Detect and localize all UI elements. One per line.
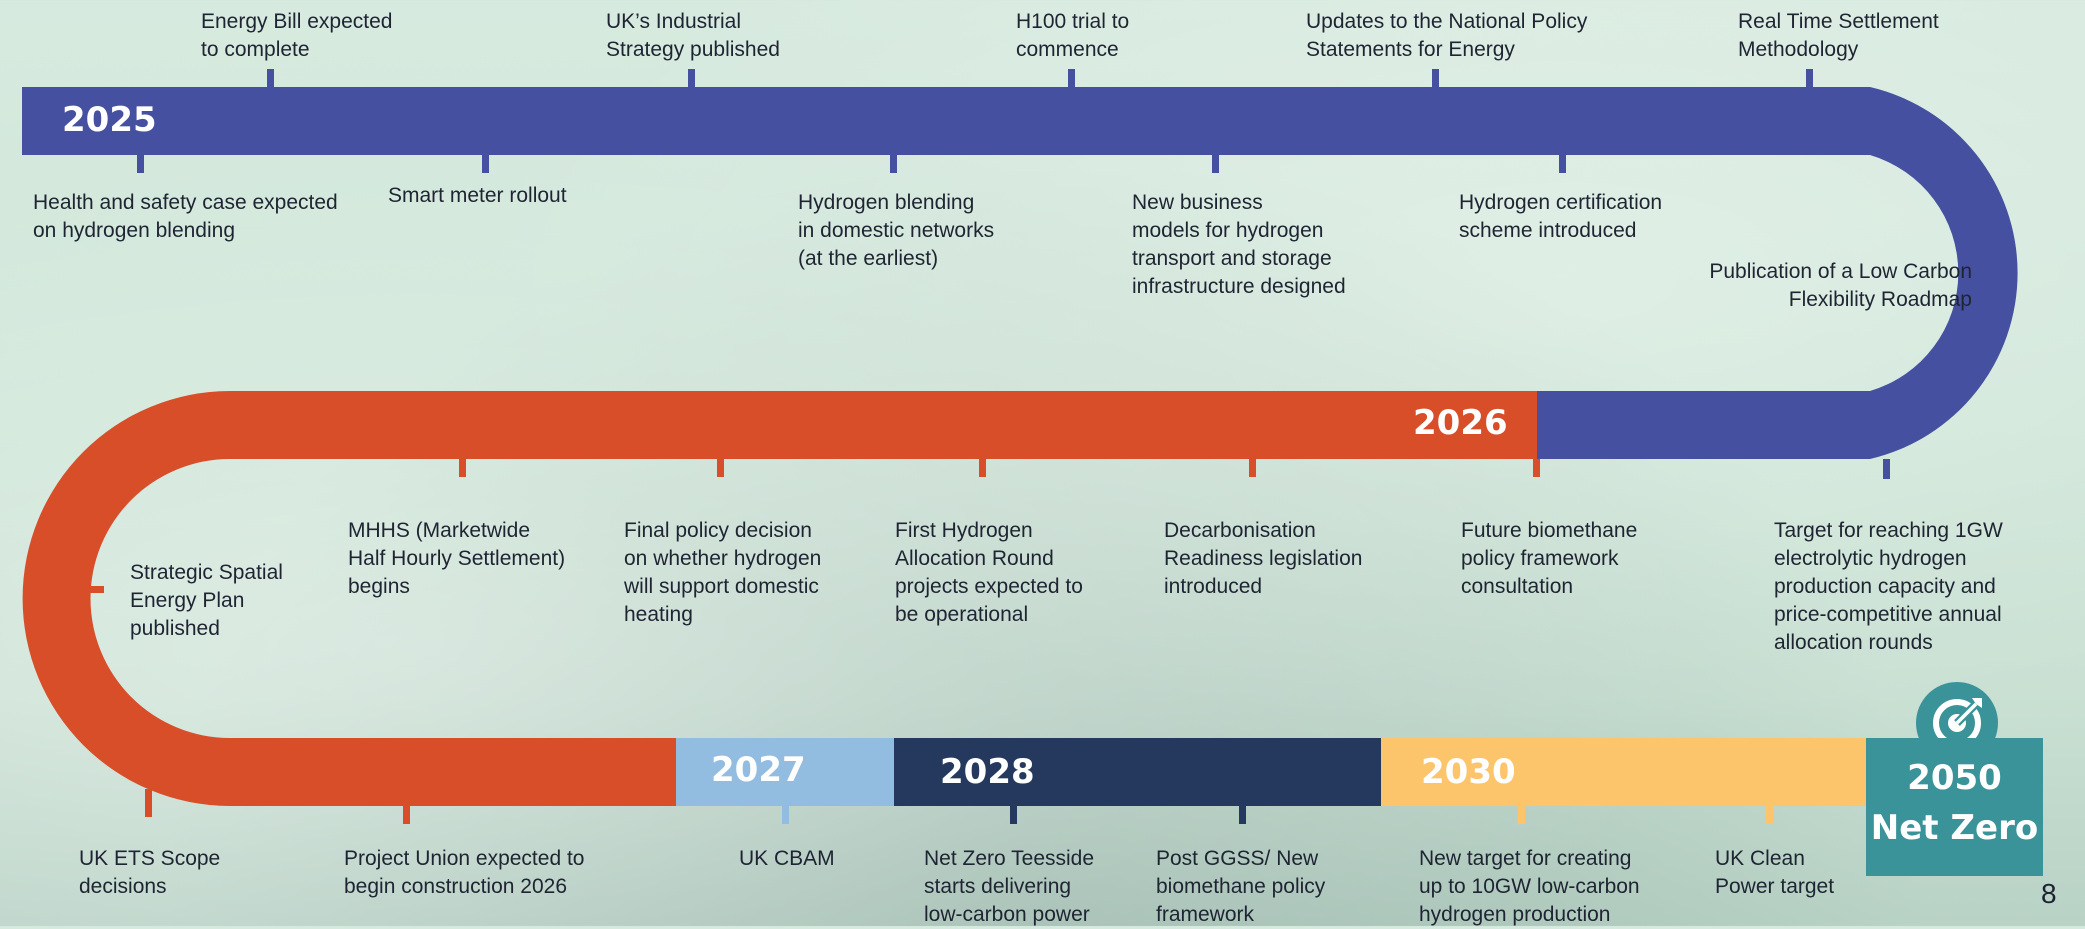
milestone-low-carbon-flexibility: Publication of a Low Carbon Flexibility … <box>1709 260 1972 311</box>
milestone-real-time-settlement: Real Time Settlement Methodology <box>1738 10 1939 61</box>
milestone-clean-power-target: UK Clean Power target <box>1715 847 1835 898</box>
year-2025: 2025 <box>62 100 157 140</box>
year-2027: 2027 <box>711 750 806 790</box>
ticks-2025-below <box>137 155 2008 479</box>
curve-right <box>1870 87 2018 459</box>
milestone-mhhs: MHHS (Marketwide Half Hourly Settlement)… <box>348 519 566 598</box>
net-zero-badge: 2050 Net Zero <box>1866 738 2043 876</box>
milestone-industrial-strategy: UK’s Industrial Strategy published <box>606 10 780 61</box>
milestone-smart-meter-rollout: Smart meter rollout <box>388 184 567 207</box>
milestone-1gw-target: Target for reaching 1GW electrolytic hyd… <box>1774 519 2003 654</box>
curve-left <box>22 391 231 806</box>
milestone-uk-ets: UK ETS Scope decisions <box>79 847 221 898</box>
tick-cbam <box>782 806 789 824</box>
tick-clean-power <box>1766 806 1773 824</box>
page-number: 8 <box>2041 878 2057 909</box>
ticks-2025-above <box>267 69 1813 87</box>
tick-teesside <box>1010 806 1017 824</box>
band-2026-bottom <box>230 738 676 806</box>
milestone-net-zero-teesside: Net Zero Teesside starts delivering low-… <box>924 847 1095 926</box>
tick-ggss <box>1239 806 1246 824</box>
milestone-h100-trial: H100 trial to commence <box>1016 10 1130 61</box>
milestone-project-union: Project Union expected to begin construc… <box>344 847 585 898</box>
milestone-decarbonisation-readiness: Decarbonisation Readiness legislation in… <box>1164 519 1363 598</box>
year-2050: 2050 <box>1907 758 2002 798</box>
band-2025-top <box>22 87 1870 155</box>
band-2027 <box>676 738 894 806</box>
milestone-biomethane-consultation: Future biomethane policy framework consu… <box>1461 519 1638 598</box>
milestone-10gw-target: New target for creating up to 10GW low-c… <box>1419 847 1640 926</box>
band-2026-middle <box>230 391 1537 459</box>
milestone-national-policy-statements: Updates to the National Policy Statement… <box>1306 10 1588 61</box>
year-2028: 2028 <box>940 752 1035 792</box>
milestone-hydrogen-business-models: New business models for hydrogen transpo… <box>1132 191 1346 298</box>
milestone-energy-bill: Energy Bill expected to complete <box>201 10 393 61</box>
milestone-uk-cbam: UK CBAM <box>739 847 835 870</box>
milestone-health-safety-case: Health and safety case expected on hydro… <box>33 191 338 242</box>
milestone-hydrogen-heating-decision: Final policy decision on whether hydroge… <box>624 519 822 626</box>
milestone-hydrogen-allocation-round: First Hydrogen Allocation Round projects… <box>895 519 1083 626</box>
ticks-2026-below <box>79 459 1540 593</box>
band-2028 <box>894 738 1381 806</box>
tick-10gw <box>1518 806 1525 824</box>
net-zero-label: Net Zero <box>1870 808 2039 848</box>
milestone-hydrogen-certification: Hydrogen certification scheme introduced <box>1459 191 1663 242</box>
tick-project-union <box>403 806 410 824</box>
milestone-strategic-spatial-plan: Strategic Spatial Energy Plan published <box>130 561 283 640</box>
tick-ets <box>145 789 152 817</box>
band-2030 <box>1381 738 1866 806</box>
band-2025-middle <box>1537 391 1870 459</box>
year-2026: 2026 <box>1413 403 1508 443</box>
milestone-post-ggss: Post GGSS/ New biomethane policy framewo… <box>1156 847 1326 926</box>
milestone-hydrogen-blending: Hydrogen blending in domestic networks (… <box>798 191 995 270</box>
year-2030: 2030 <box>1421 752 1516 792</box>
